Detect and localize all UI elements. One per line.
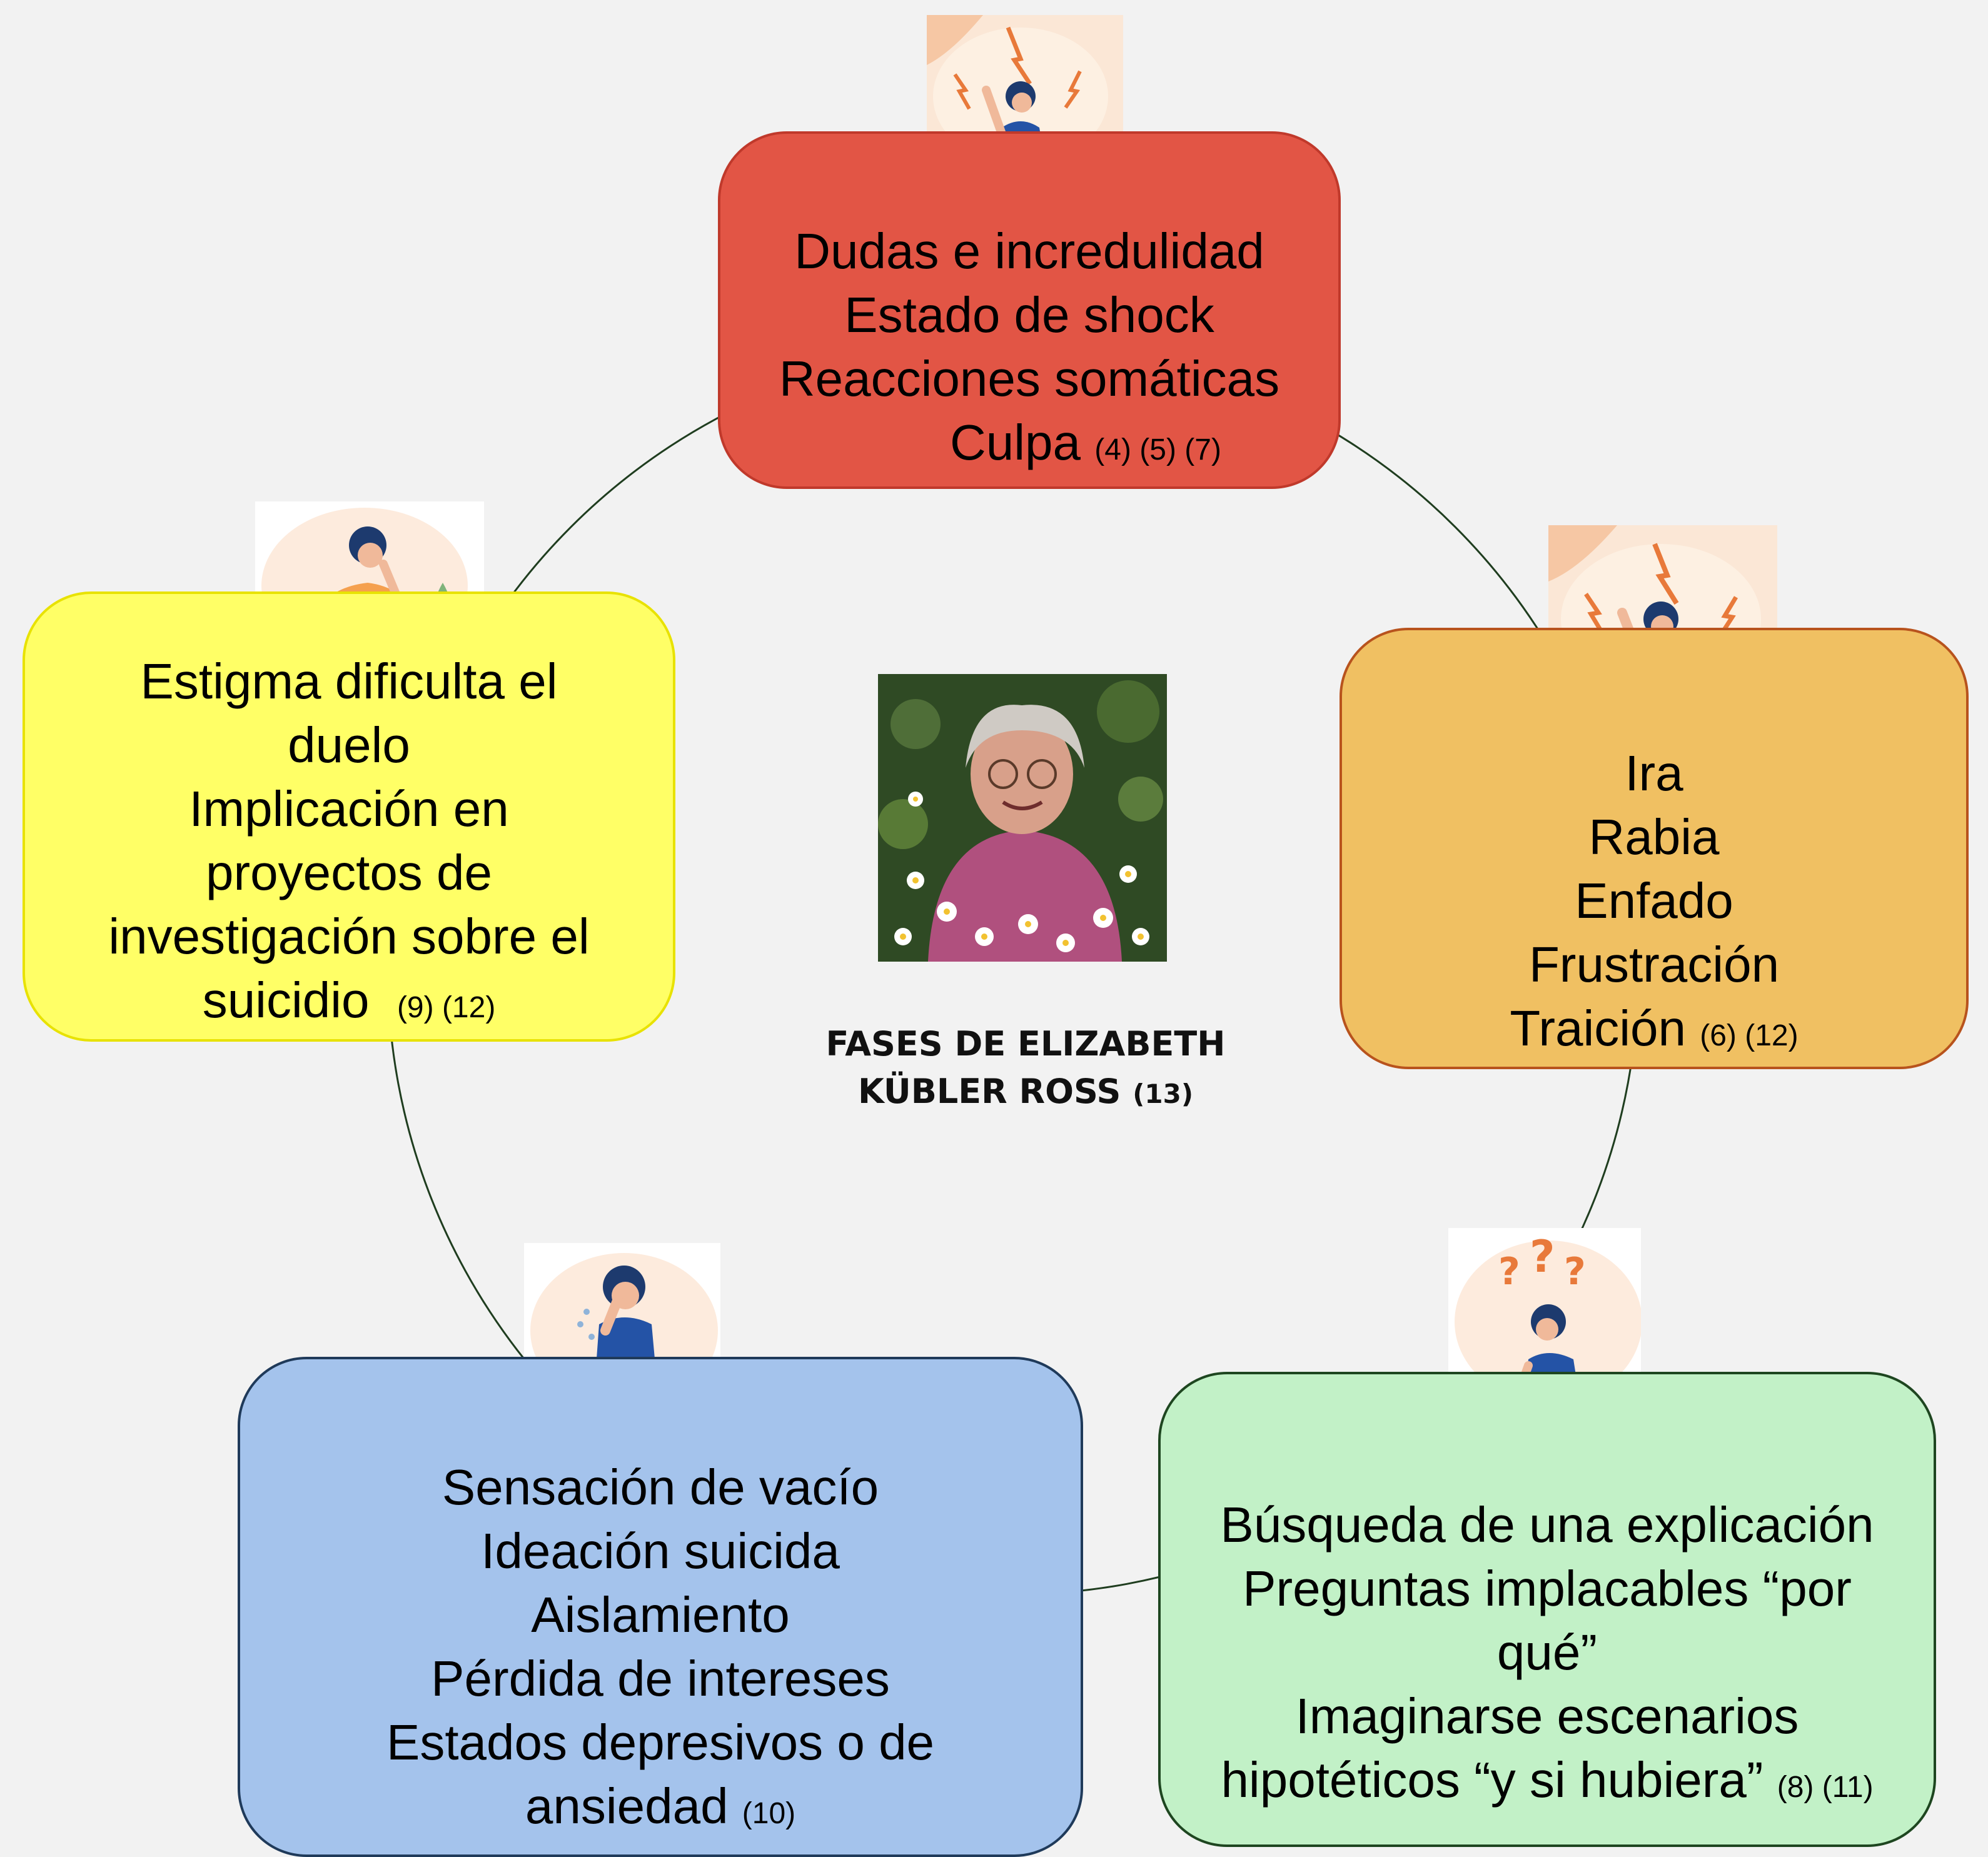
stage-reference: (6) (12) xyxy=(1700,1019,1799,1052)
svg-text:?: ? xyxy=(1498,1250,1520,1294)
stage-line: Búsqueda de una explicación xyxy=(1220,1497,1874,1553)
stage-line: Dudas e incredulidad xyxy=(794,223,1264,279)
stage-box-anger: Ira Rabia Enfado Frustración Traición (6… xyxy=(1340,628,1969,1069)
stage-reference: (10) xyxy=(742,1797,796,1830)
stage-line: Frustración xyxy=(1528,937,1780,992)
stage-line: Pérdida de intereses xyxy=(431,1651,890,1706)
stage-box-depression: Sensación de vacío Ideación suicida Aisl… xyxy=(238,1357,1083,1857)
stage-last-line: ansiedad (10) xyxy=(386,1774,934,1846)
center-title-reference: (13) xyxy=(1133,1079,1194,1109)
stage-line: Enfado xyxy=(1575,873,1733,928)
stage-reference: (4) (5) (7) xyxy=(1094,433,1221,466)
stage-line: Rabia xyxy=(1588,809,1720,865)
stage-line: Imaginarse escenarios xyxy=(1295,1688,1799,1744)
stage-last-line: Culpa (4) (5) (7) xyxy=(779,411,1279,482)
stage-box-search: Búsqueda de una explicación Preguntas im… xyxy=(1158,1372,1936,1847)
stage-line: proyectos de xyxy=(205,845,493,900)
stage-last-line: suicidio (9) (12) xyxy=(108,969,589,1040)
stage-line: qué” xyxy=(1496,1624,1598,1680)
stage-line: Traición xyxy=(1510,1000,1686,1056)
stage-line: hipotéticos “y si hubiera” xyxy=(1221,1752,1763,1808)
stage-line: Aislamiento xyxy=(531,1587,790,1643)
stage-last-line: hipotéticos “y si hubiera” (8) (11) xyxy=(1220,1748,1874,1819)
stage-line: duelo xyxy=(288,717,410,773)
stage-last-line: Traición (6) (12) xyxy=(1510,997,1798,1068)
stage-line: Preguntas implacables “por xyxy=(1243,1561,1852,1616)
stage-line: Ideación suicida xyxy=(481,1523,840,1579)
stage-line: Ira xyxy=(1625,745,1683,801)
center-title-line2: KÜBLER ROSS xyxy=(857,1072,1121,1111)
stage-line: Estigma dificulta el xyxy=(140,653,558,709)
portrait-photo xyxy=(878,674,1167,962)
stage-line: suicidio xyxy=(202,972,370,1028)
svg-text:?: ? xyxy=(1530,1231,1555,1282)
stage-line: ansiedad xyxy=(525,1778,729,1834)
stage-box-acceptance: Estigma dificulta el duelo Implicación e… xyxy=(23,591,675,1042)
stage-line: Estados depresivos o de xyxy=(386,1714,935,1770)
stage-line: Sensación de vacío xyxy=(441,1459,879,1515)
stage-reference: (9) (12) xyxy=(396,991,496,1024)
center-title: FASES DE ELIZABETH KÜBLER ROSS (13) xyxy=(775,1020,1276,1118)
stage-line: investigación sobre el xyxy=(108,908,590,964)
svg-text:?: ? xyxy=(1564,1250,1586,1294)
stage-reference: (8) (11) xyxy=(1777,1771,1874,1804)
center-title-line1: FASES DE ELIZABETH xyxy=(825,1024,1226,1064)
stage-line: Reacciones somáticas xyxy=(779,351,1280,406)
stage-line: Implicación en xyxy=(189,781,509,837)
stage-line: Estado de shock xyxy=(844,287,1214,343)
stage-line: Culpa xyxy=(950,415,1081,470)
stage-box-shock: Dudas e incredulidad Estado de shock Rea… xyxy=(718,131,1341,489)
